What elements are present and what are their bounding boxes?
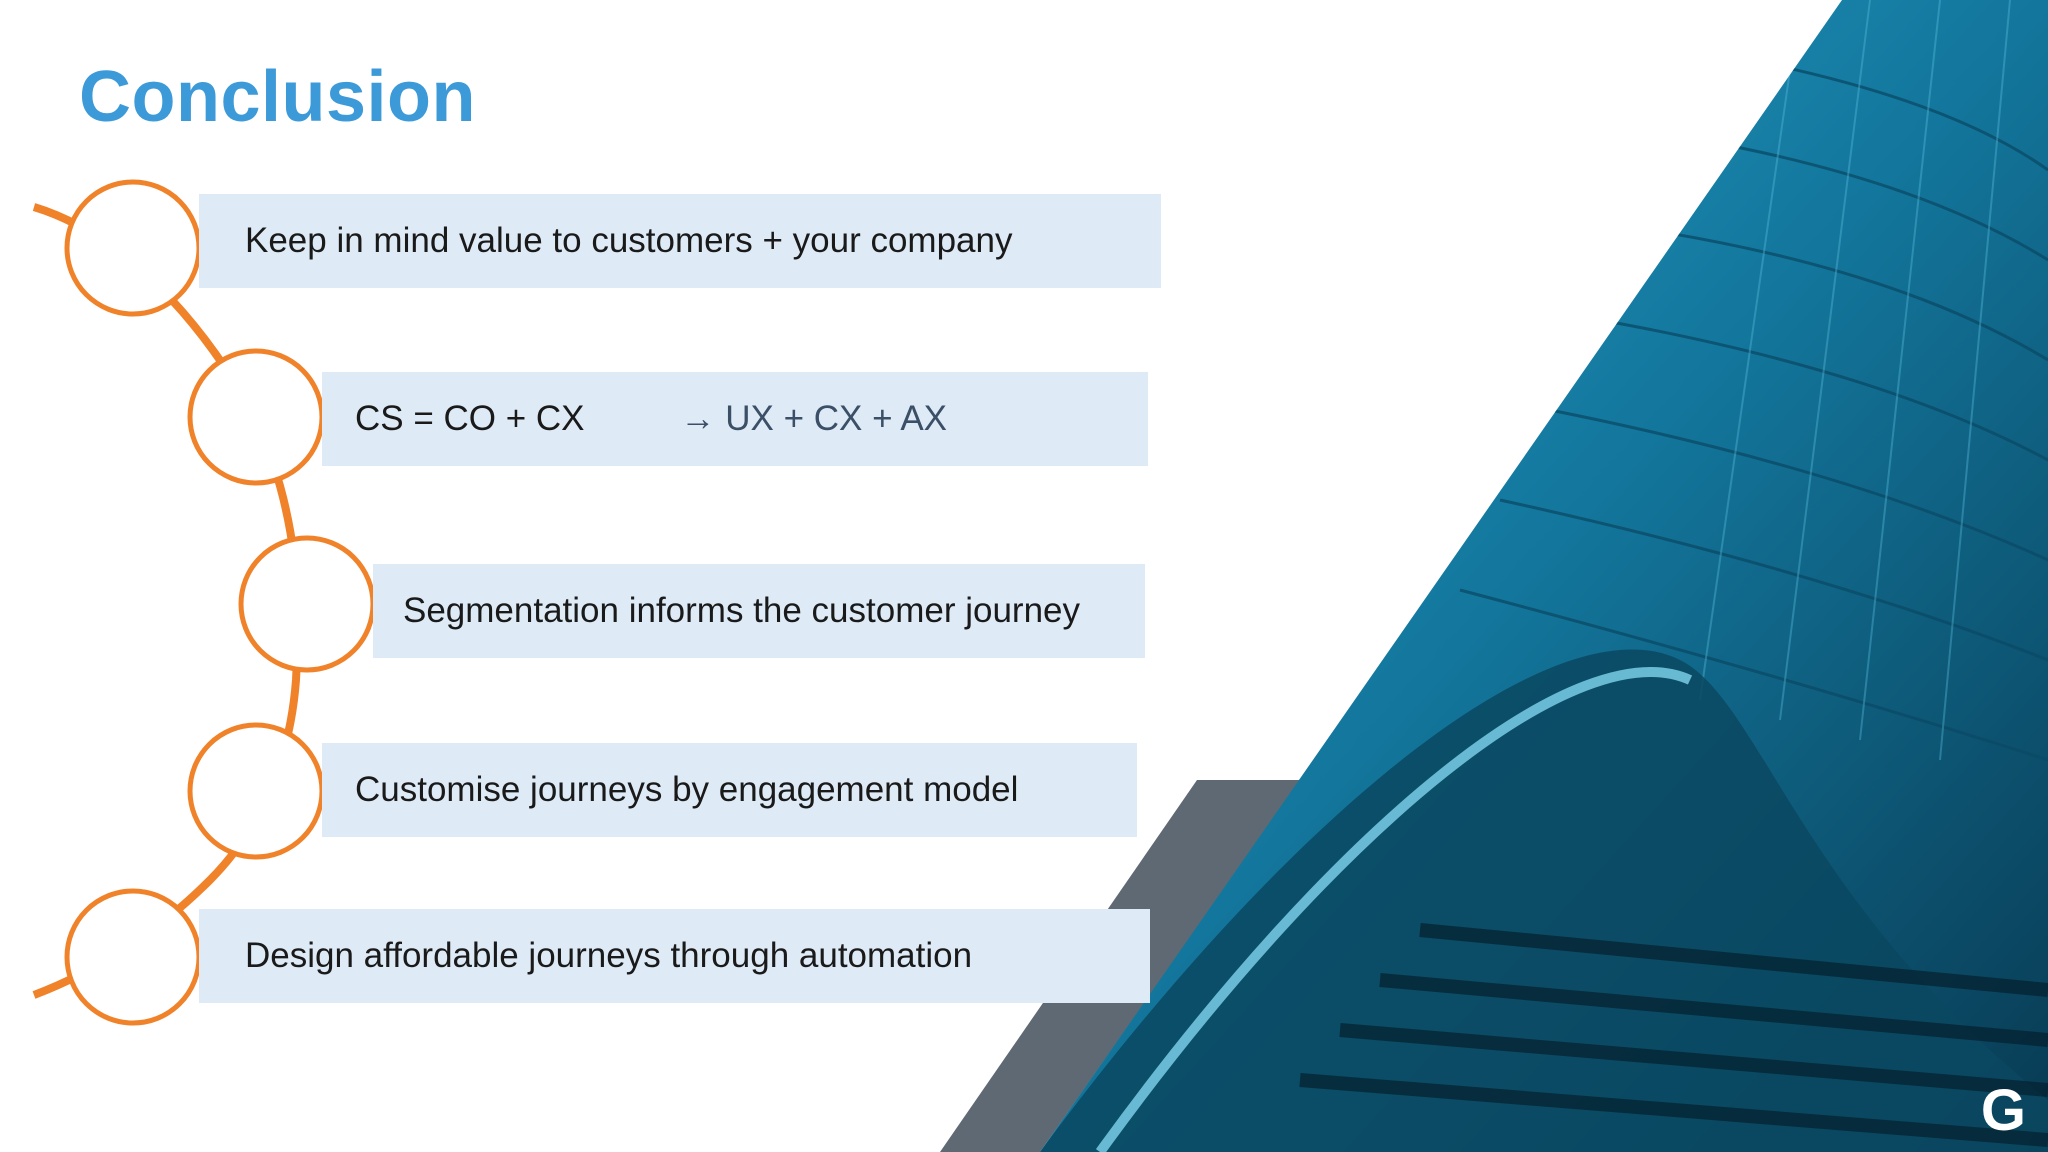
step-circle-4 <box>187 722 325 860</box>
step-circle-3 <box>238 535 376 673</box>
brand-logo: G <box>1980 1078 2026 1143</box>
list-item-text: CS = CO + CX <box>355 399 585 438</box>
page-title: Conclusion <box>79 57 476 137</box>
list-item-3: Segmentation informs the customer journe… <box>373 564 1145 658</box>
list-item-2: CS = CO + CX → UX + CX + AX <box>322 372 1148 466</box>
list-item-4: Customise journeys by engagement model <box>322 743 1137 837</box>
step-circle-1 <box>64 179 202 317</box>
list-item-5: Design affordable journeys through autom… <box>199 909 1150 1003</box>
list-item-text: Keep in mind value to customers + your c… <box>245 221 1013 260</box>
list-item-text: Customise journeys by engagement model <box>355 770 1019 809</box>
list-item-text: Design affordable journeys through autom… <box>245 936 973 975</box>
timeline-circles <box>64 179 376 1026</box>
step-circle-5 <box>64 888 202 1026</box>
step-circle-2 <box>187 348 325 486</box>
list-item-text: Segmentation informs the customer journe… <box>403 591 1080 630</box>
list-item-1: Keep in mind value to customers + your c… <box>199 194 1161 288</box>
list-item-extra: → UX + CX + AX <box>680 399 948 438</box>
